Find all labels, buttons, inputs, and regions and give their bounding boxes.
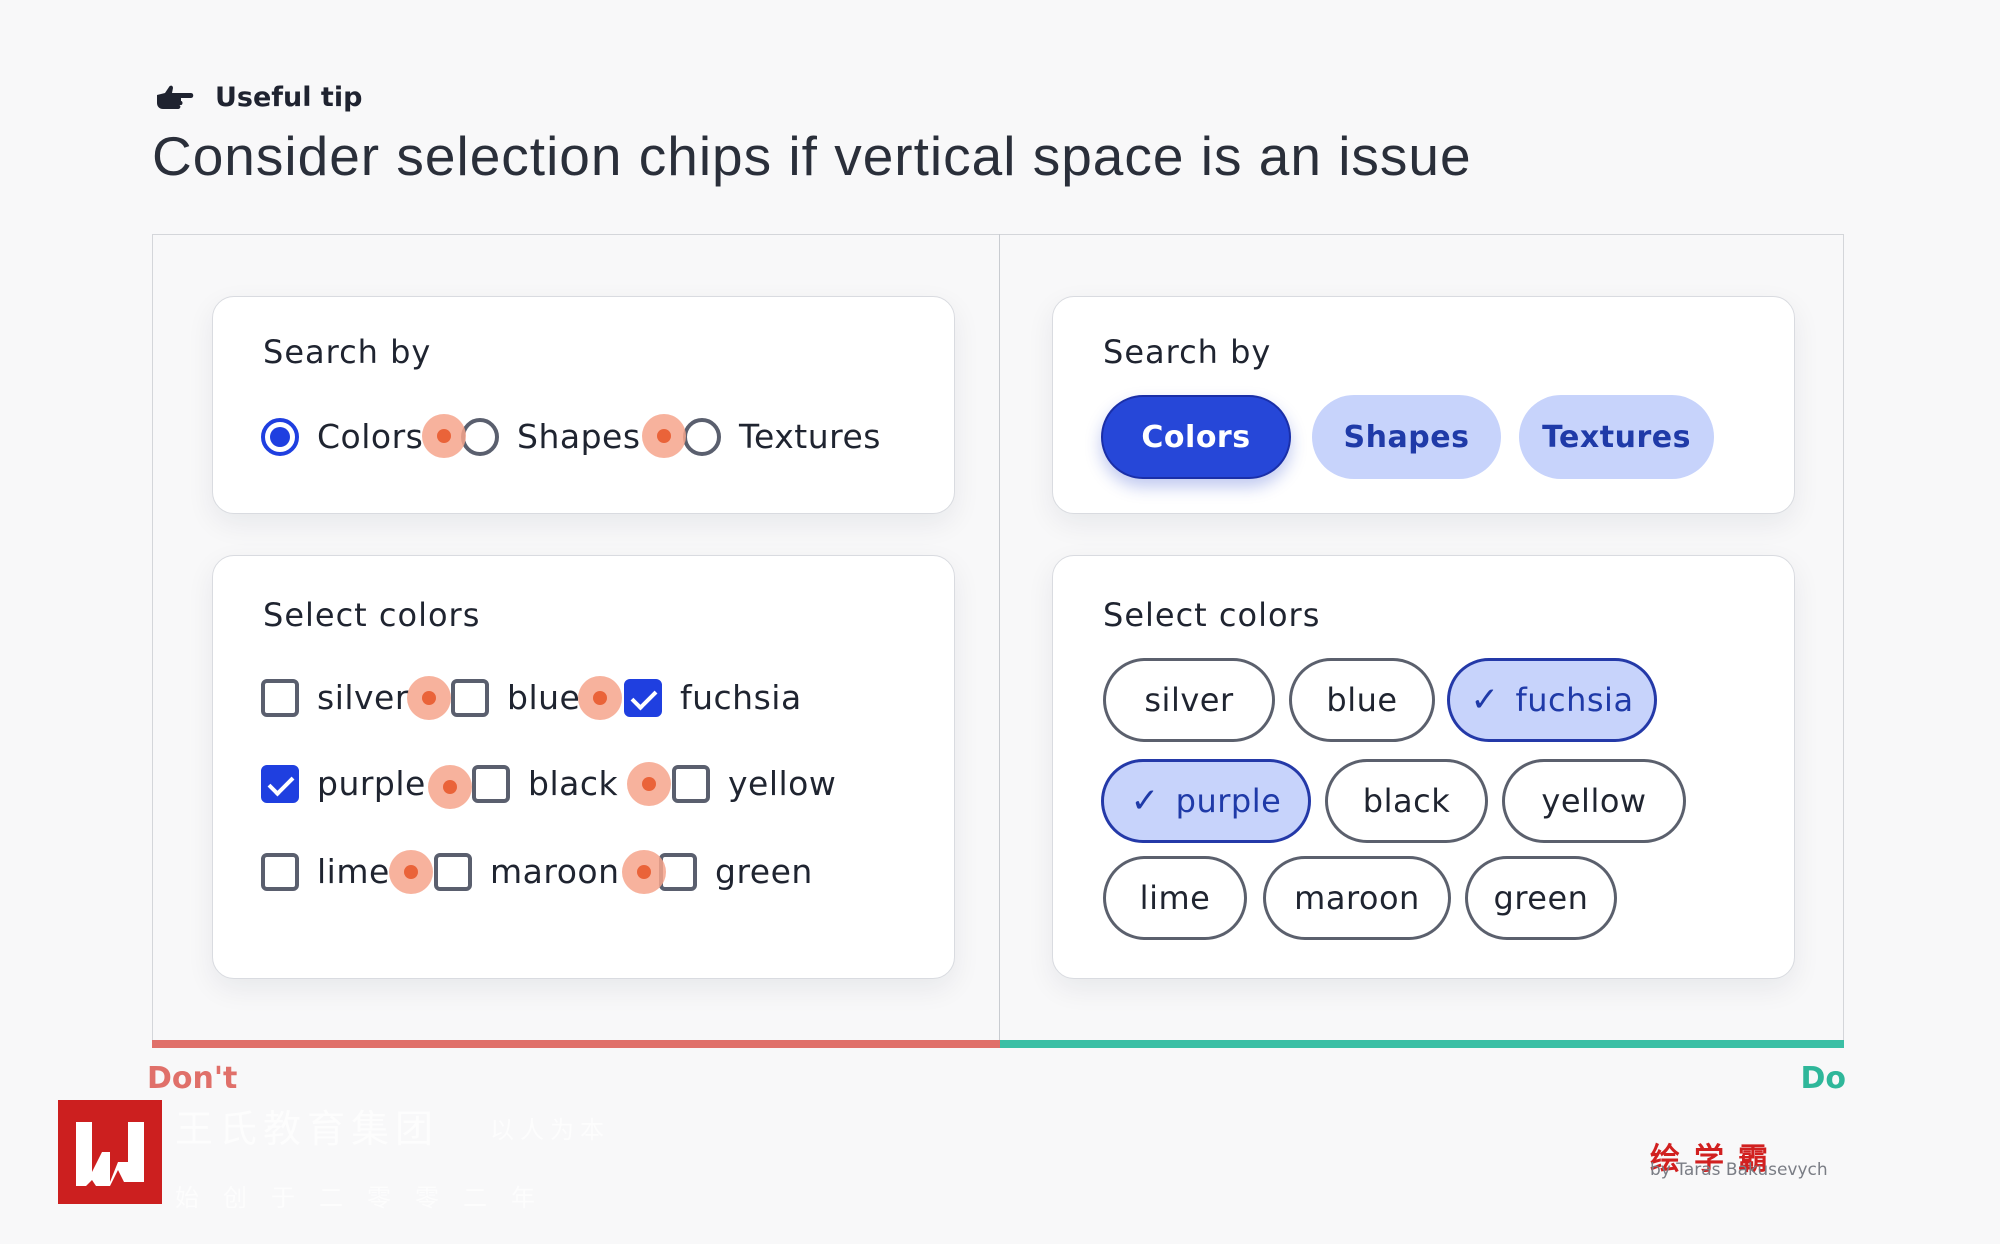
watermark-logo	[58, 1100, 162, 1204]
dont-indicator-bar	[152, 1040, 1000, 1048]
checkbox-label: maroon	[490, 852, 620, 891]
chip-lime[interactable]: lime	[1103, 856, 1247, 940]
radio-button[interactable]	[461, 417, 499, 456]
chip-fuchsia-selected[interactable]: ✓ fuchsia	[1447, 658, 1657, 742]
chip-label: Colors	[1141, 419, 1251, 455]
chip-green[interactable]: green	[1465, 856, 1617, 940]
chip-silver[interactable]: silver	[1103, 658, 1275, 742]
checkbox-fuchsia[interactable]: fuchsia	[624, 678, 802, 717]
chip-black[interactable]: black	[1325, 759, 1488, 843]
do-search-by-card: Search by Colors Shapes Textures	[1052, 296, 1795, 514]
checkbox-black[interactable]: black	[472, 764, 618, 803]
checkbox-silver[interactable]: silver	[261, 678, 409, 717]
checkbox[interactable]	[261, 678, 299, 717]
touch-conflict-marker	[642, 414, 686, 458]
do-indicator-bar	[1000, 1040, 1844, 1048]
checkbox[interactable]	[472, 764, 510, 803]
chip-colors-selected[interactable]: Colors	[1101, 395, 1291, 479]
dont-search-by-card: Search by Colors Shapes Textures	[212, 296, 955, 514]
chip-label: fuchsia	[1515, 681, 1634, 719]
dont-select-colors-card: Select colors silver blue fuchsia purple…	[212, 555, 955, 979]
w-logo-icon	[76, 1122, 144, 1186]
touch-conflict-marker	[407, 676, 451, 720]
checkbox-label: lime	[317, 852, 390, 891]
radio-button[interactable]	[683, 417, 721, 456]
touch-conflict-marker	[578, 676, 622, 720]
dont-select-colors-title: Select colors	[263, 596, 481, 634]
radio-textures[interactable]: Textures	[683, 417, 881, 456]
chip-label: blue	[1326, 681, 1398, 719]
radio-label: Colors	[317, 417, 424, 456]
chip-shapes[interactable]: Shapes	[1312, 395, 1501, 479]
check-icon: ✓	[1470, 680, 1500, 720]
checkbox-yellow[interactable]: yellow	[672, 764, 836, 803]
author-credit: by Taras Bakusevych	[1650, 1160, 1828, 1180]
chip-purple-selected[interactable]: ✓ purple	[1101, 759, 1311, 843]
chip-maroon[interactable]: maroon	[1263, 856, 1451, 940]
check-icon: ✓	[1130, 781, 1160, 821]
do-label: Do	[1800, 1061, 1846, 1096]
touch-conflict-marker	[622, 850, 666, 894]
checkbox-lime[interactable]: lime	[261, 852, 390, 891]
dont-search-by-title: Search by	[263, 333, 432, 371]
chip-label: black	[1362, 782, 1451, 820]
chip-blue[interactable]: blue	[1289, 658, 1435, 742]
radio-label: Textures	[739, 417, 881, 456]
chip-label: yellow	[1541, 782, 1647, 820]
radio-shapes[interactable]: Shapes	[461, 417, 641, 456]
chip-label: maroon	[1294, 879, 1420, 917]
touch-conflict-marker	[428, 765, 472, 809]
chip-label: green	[1493, 879, 1589, 917]
checkbox-label: purple	[317, 764, 426, 803]
checkbox-green[interactable]: green	[659, 852, 813, 891]
panel-divider	[999, 234, 1000, 1048]
dont-label: Don't	[147, 1061, 238, 1096]
checkbox-label: fuchsia	[680, 678, 802, 717]
touch-conflict-marker	[422, 414, 466, 458]
chip-label: purple	[1175, 782, 1282, 820]
do-search-by-title: Search by	[1103, 333, 1272, 371]
do-select-colors-card: Select colors silver blue ✓ fuchsia ✓ pu…	[1052, 555, 1795, 979]
touch-conflict-marker	[627, 762, 671, 806]
tip-label: Useful tip	[215, 82, 363, 113]
checkbox-maroon[interactable]: maroon	[434, 852, 620, 891]
watermark-motto: 以人为本	[490, 1116, 610, 1144]
page-title: Consider selection chips if vertical spa…	[152, 125, 1472, 187]
chip-textures[interactable]: Textures	[1519, 395, 1714, 479]
watermark-org: 王氏教育集团	[175, 1107, 440, 1151]
checkbox-label: green	[715, 852, 813, 891]
chip-label: silver	[1144, 681, 1234, 719]
checkbox-blue[interactable]: blue	[451, 678, 580, 717]
checkbox[interactable]	[672, 764, 710, 803]
radio-label: Shapes	[517, 417, 641, 456]
chip-label: Shapes	[1343, 419, 1470, 455]
checkbox-label: blue	[507, 678, 581, 717]
checkbox-checked[interactable]	[261, 764, 299, 803]
checkbox-label: yellow	[728, 764, 837, 803]
pointing-hand-icon	[157, 85, 194, 109]
useful-tip: Useful tip	[155, 82, 362, 113]
chip-label: Textures	[1542, 419, 1691, 455]
chip-yellow[interactable]: yellow	[1502, 759, 1686, 843]
checkbox[interactable]	[261, 852, 299, 891]
watermark-brand: 绘学霸	[1650, 1142, 1782, 1177]
chip-label: lime	[1139, 879, 1211, 917]
checkbox-checked[interactable]	[624, 678, 662, 717]
touch-conflict-marker	[389, 850, 433, 894]
checkbox[interactable]	[451, 678, 489, 717]
checkbox-label: black	[528, 764, 619, 803]
radio-colors[interactable]: Colors	[261, 417, 423, 456]
watermark-founded: 始创于二零零二年	[175, 1184, 559, 1212]
radio-button-selected[interactable]	[261, 417, 299, 456]
checkbox[interactable]	[434, 852, 472, 891]
checkbox-label: silver	[317, 678, 409, 717]
do-select-colors-title: Select colors	[1103, 596, 1321, 634]
checkbox-purple[interactable]: purple	[261, 764, 426, 803]
